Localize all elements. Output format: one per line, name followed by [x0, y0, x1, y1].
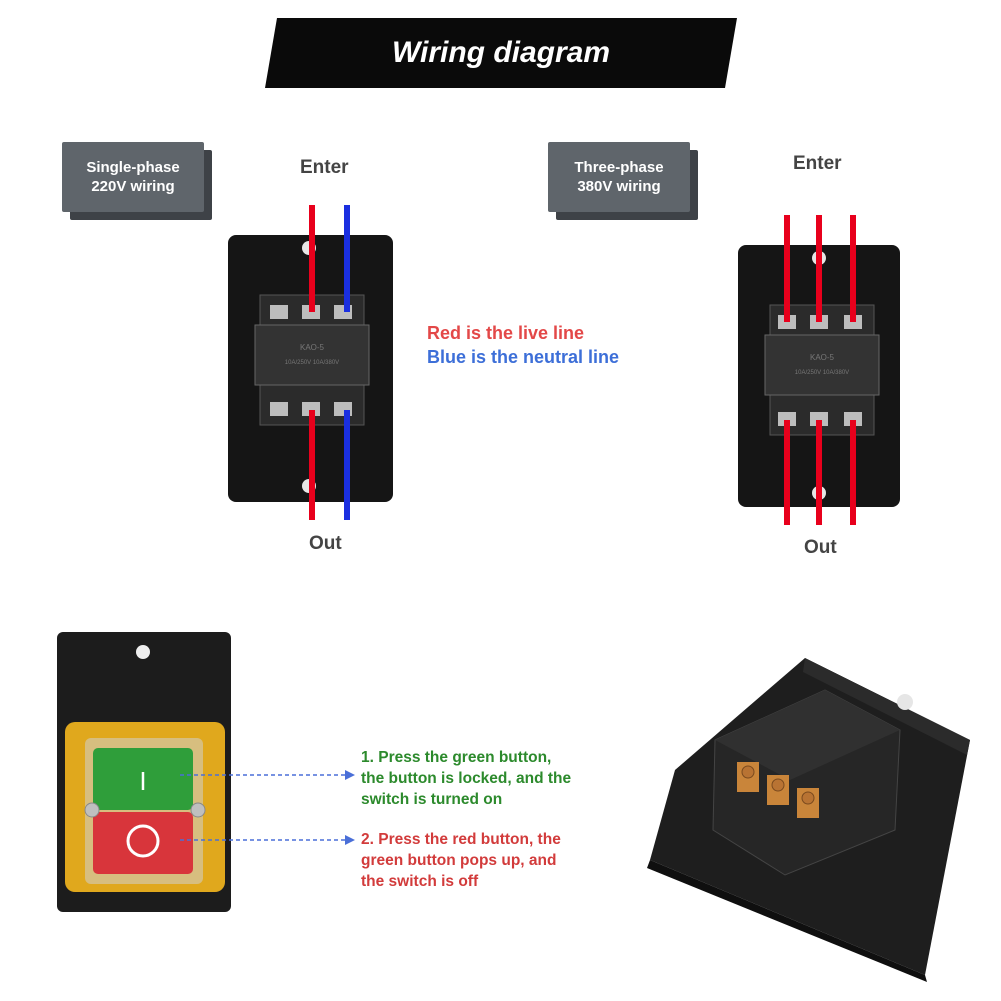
- title-banner: Wiring diagram: [265, 18, 737, 88]
- red-button-note: 2. Press the red button, the green butto…: [361, 829, 561, 892]
- red-note-line-2: green button pops up, and: [361, 852, 557, 869]
- three-phase-label: Three-phase 380V wiring: [548, 142, 698, 220]
- single-phase-label-line1: Single-phase: [86, 159, 180, 176]
- single-phase-label: Single-phase 220V wiring: [62, 142, 212, 220]
- single-phase-enter-label: Enter: [300, 157, 349, 178]
- green-note-line-2: the button is locked, and the: [361, 770, 572, 787]
- three-phase-label-line1: Three-phase: [574, 159, 664, 176]
- push-button-switch-front: I: [57, 632, 231, 912]
- single-relay-text-2: 10A/250V 10A/380V: [285, 360, 339, 366]
- green-note-line-1: 1. Press the green button,: [361, 749, 552, 766]
- push-button-switch-back: [647, 658, 970, 982]
- three-relay-text-2: 10A/250V 10A/380V: [795, 370, 849, 376]
- three-phase-out-label: Out: [804, 537, 837, 558]
- red-note-line-3: the switch is off: [361, 873, 479, 890]
- red-note-line-1: 2. Press the red button, the: [361, 831, 561, 848]
- green-note-line-3: switch is turned on: [361, 791, 503, 808]
- three-phase-label-line2: 380V wiring: [577, 178, 661, 195]
- single-phase-label-line2: 220V wiring: [91, 178, 175, 195]
- on-symbol: I: [139, 766, 146, 796]
- legend-blue-text: Blue is the neutral line: [427, 347, 620, 367]
- single-phase-out-label: Out: [309, 533, 342, 554]
- single-phase-switch-diagram: KAO-5 10A/250V 10A/380V: [228, 205, 393, 520]
- three-phase-enter-label: Enter: [793, 153, 842, 174]
- three-relay-text-1: KAO-5: [810, 353, 835, 362]
- single-relay-text-1: KAO-5: [300, 343, 325, 352]
- off-symbol: [126, 824, 160, 858]
- legend-red-text: Red is the live line: [427, 323, 585, 343]
- red-off-button: [93, 812, 193, 874]
- title-banner-shape: [265, 18, 737, 88]
- green-button-note: 1. Press the green button, the button is…: [361, 747, 571, 810]
- green-on-button: [93, 748, 193, 810]
- note-arrows: [180, 770, 355, 845]
- diagram-title: Wiring diagram: [391, 36, 611, 69]
- three-phase-switch-diagram: KAO-5 10A/250V 10A/380V: [738, 215, 900, 525]
